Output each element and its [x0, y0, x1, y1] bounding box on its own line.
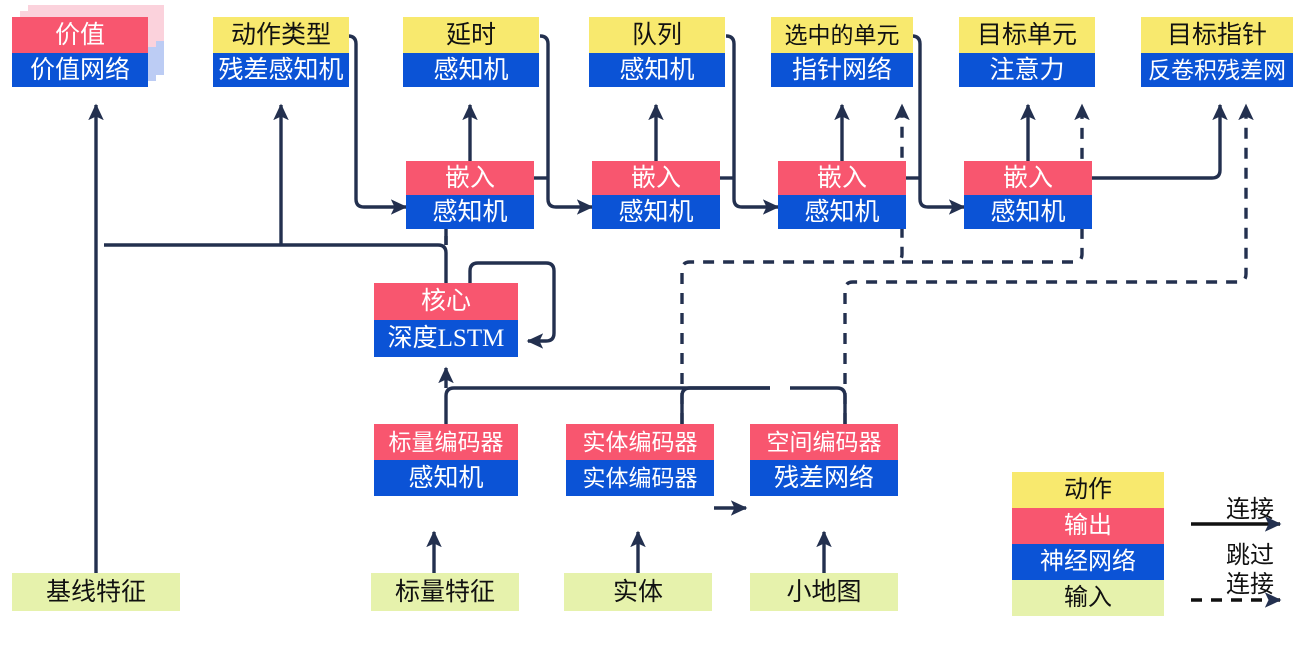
core-network-band: 深度LSTM [374, 320, 518, 357]
delay-head-action-band: 延时 [403, 17, 539, 53]
node-delay-head[interactable]: 延时 感知机 [403, 17, 539, 87]
skip-spatial-encoder-to-target-point [843, 103, 1254, 424]
entity-encoder-output-band: 实体编码器 [566, 424, 714, 460]
input-minimap-label: 小地图 [750, 573, 898, 611]
node-embed-2[interactable]: 嵌入 感知机 [592, 161, 720, 229]
node-target-unit-head[interactable]: 目标单元 注意力 [959, 17, 1095, 87]
legend-swatch-network: 神经网络 [1012, 544, 1164, 580]
queue-head-network-band: 感知机 [589, 53, 725, 87]
node-action-type-head[interactable]: 动作类型 残差感知机 [213, 17, 349, 87]
legend-swatch-action: 动作 [1012, 472, 1164, 508]
value-head-network-band: 价值网络 [12, 53, 148, 87]
node-selected-units-head[interactable]: 选中的单元 指针网络 [771, 17, 913, 87]
node-embed-4[interactable]: 嵌入 感知机 [964, 161, 1092, 229]
node-entity-encoder[interactable]: 实体编码器 实体编码器 [566, 424, 714, 496]
node-value-head[interactable]: 价值 价值网络 [12, 17, 148, 87]
embed-1-network-band: 感知机 [406, 195, 534, 229]
embed-3-output-band: 嵌入 [778, 161, 906, 195]
embed-1-output-band: 嵌入 [406, 161, 534, 195]
legend-color-key: 动作 输出 神经网络 输入 [1012, 472, 1164, 616]
action-type-head-network-band: 残差感知机 [213, 53, 349, 87]
node-embed-1[interactable]: 嵌入 感知机 [406, 161, 534, 229]
embed-2-network-band: 感知机 [592, 195, 720, 229]
spatial-encoder-output-band: 空间编码器 [750, 424, 898, 460]
input-scalar-features-label: 标量特征 [371, 573, 519, 611]
embed-2-output-band: 嵌入 [592, 161, 720, 195]
embed-4-network-band: 感知机 [964, 195, 1092, 229]
target-unit-head-network-band: 注意力 [959, 53, 1095, 87]
legend-swatch-input: 输入 [1012, 580, 1164, 616]
spatial-encoder-network-band: 残差网络 [750, 460, 898, 496]
node-spatial-encoder[interactable]: 空间编码器 残差网络 [750, 424, 898, 496]
selected-units-head-network-band: 指针网络 [771, 53, 913, 87]
node-scalar-encoder[interactable]: 标量编码器 感知机 [374, 424, 518, 496]
node-input-scalar-features[interactable]: 标量特征 [371, 573, 519, 611]
target-point-head-network-band: 反卷积残差网 [1141, 53, 1293, 87]
wire-embed-4-to-target-point-head [1092, 103, 1228, 180]
wire-selected-units-to-embed-4 [911, 34, 966, 215]
wire-delay-to-embed-2 [539, 34, 594, 215]
embed-3-network-band: 感知机 [778, 195, 906, 229]
value-head-output-band: 价值 [12, 17, 148, 53]
legend-swatch-output: 输出 [1012, 508, 1164, 544]
wire-core-output-bus-left [104, 243, 448, 283]
wire-spatial-encoder-to-core-bus [790, 386, 847, 424]
input-entities-label: 实体 [564, 573, 712, 611]
embed-4-output-band: 嵌入 [964, 161, 1092, 195]
scalar-encoder-network-band: 感知机 [374, 460, 518, 496]
legend-skip-label-line-2: 连接 [1226, 572, 1274, 598]
wire-action-type-to-embed-1 [347, 34, 408, 215]
delay-head-network-band: 感知机 [403, 53, 539, 87]
action-type-head-action-band: 动作类型 [213, 17, 349, 53]
target-unit-head-action-band: 目标单元 [959, 17, 1095, 53]
legend-skip-label-line-1: 跳过 [1226, 543, 1274, 569]
node-input-entities[interactable]: 实体 [564, 573, 712, 611]
node-input-minimap[interactable]: 小地图 [750, 573, 898, 611]
node-core[interactable]: 核心 深度LSTM [374, 283, 518, 357]
wire-bus-core-input-left [444, 386, 770, 424]
selected-units-head-action-band: 选中的单元 [771, 17, 913, 53]
wire-entity-encoder-to-core-bus [680, 386, 770, 424]
input-baseline-features-label: 基线特征 [12, 573, 180, 611]
entity-encoder-network-band: 实体编码器 [566, 460, 714, 496]
legend-connection-label: 连接 [1226, 497, 1274, 523]
node-queue-head[interactable]: 队列 感知机 [589, 17, 725, 87]
core-output-band: 核心 [374, 283, 518, 320]
scalar-encoder-output-band: 标量编码器 [374, 424, 518, 460]
target-point-head-action-band: 目标指针 [1141, 17, 1293, 53]
node-input-baseline-features[interactable]: 基线特征 [12, 573, 180, 611]
skip-entity-encoder-to-selected-units [680, 103, 910, 424]
queue-head-action-band: 队列 [589, 17, 725, 53]
node-target-point-head[interactable]: 目标指针 反卷积残差网 [1141, 17, 1293, 87]
node-embed-3[interactable]: 嵌入 感知机 [778, 161, 906, 229]
